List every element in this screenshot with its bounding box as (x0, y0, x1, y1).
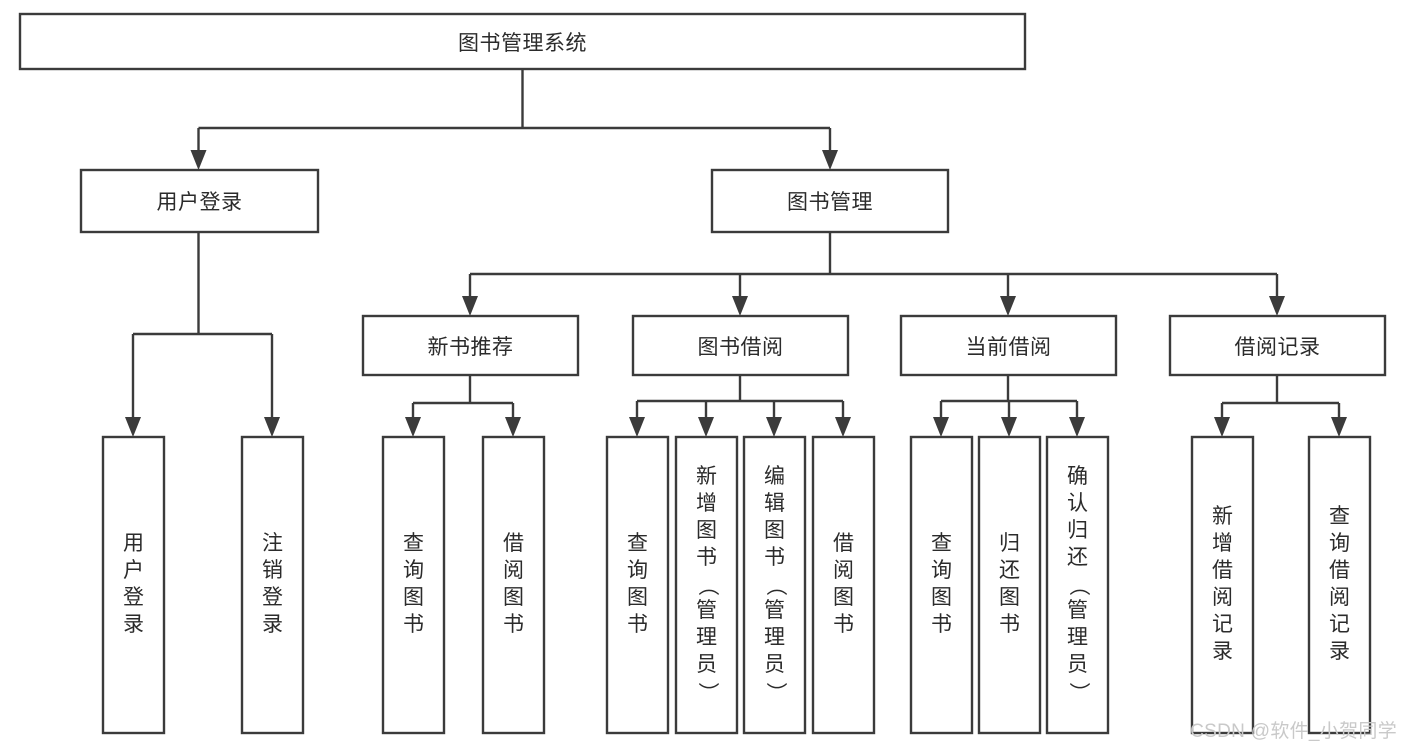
node-box-leaf-return-book[interactable] (977, 435, 1042, 735)
node-box-leaf-add-record[interactable] (1190, 435, 1255, 735)
arrow-head-book-borrow-leaf-4 (835, 417, 851, 437)
node-box-book-manage[interactable] (710, 168, 950, 234)
arrow-head-book-borrow-leaf-3 (766, 417, 782, 437)
arrow-head-borrow-record-leaf-2 (1331, 417, 1347, 437)
node-box-borrow-record[interactable] (1168, 314, 1387, 377)
arrow-head-root-to-user-login (190, 150, 207, 170)
node-box-leaf-confirm-return[interactable] (1045, 435, 1110, 735)
arrow-head-borrow-record-leaf-1 (1214, 417, 1230, 437)
arrow-head-new-book-rec-leaf-2 (505, 417, 521, 437)
node-box-leaf-add-book[interactable] (674, 435, 739, 735)
watermark-text: CSDN @软件_小贺同学 (1190, 721, 1397, 742)
arrow-head-current-borrow-leaf-3 (1069, 417, 1085, 437)
arrow-head-book-borrow-leaf-1 (629, 417, 645, 437)
node-box-leaf-borrow-book-1[interactable] (481, 435, 546, 735)
node-box-leaf-user-login[interactable] (101, 435, 166, 735)
arrow-head-current-borrow-leaf-1 (933, 417, 949, 437)
arrow-head-current-borrow-leaf-2 (1001, 417, 1017, 437)
node-box-leaf-query-book-2[interactable] (605, 435, 670, 735)
node-box-new-book-rec[interactable] (361, 314, 580, 377)
arrow-head-to-current-borrow (1000, 296, 1016, 316)
arrow-head-to-new-book-rec (462, 296, 478, 316)
node-box-user-login[interactable] (79, 168, 320, 234)
arrow-head-root-to-book-manage (822, 150, 838, 170)
node-box-leaf-query-record[interactable] (1307, 435, 1372, 735)
arrow-head-new-book-rec-leaf-1 (405, 417, 421, 437)
node-box-leaf-borrow-book-2[interactable] (811, 435, 876, 735)
node-box-leaf-logout[interactable] (240, 435, 305, 735)
node-box-current-borrow[interactable] (899, 314, 1118, 377)
arrow-head-user-login-to-leaf-2 (264, 417, 280, 437)
arrow-head-to-borrow-record (1269, 296, 1285, 316)
node-box-leaf-query-book-1[interactable] (381, 435, 446, 735)
arrow-head-user-login-to-leaf-1 (125, 417, 141, 437)
node-box-book-borrow[interactable] (631, 314, 850, 377)
arrow-head-to-book-borrow (732, 296, 748, 316)
node-box-leaf-edit-book[interactable] (742, 435, 807, 735)
node-box-root[interactable] (18, 12, 1027, 71)
node-box-leaf-query-book-3[interactable] (909, 435, 974, 735)
arrow-head-book-borrow-leaf-2 (698, 417, 714, 437)
